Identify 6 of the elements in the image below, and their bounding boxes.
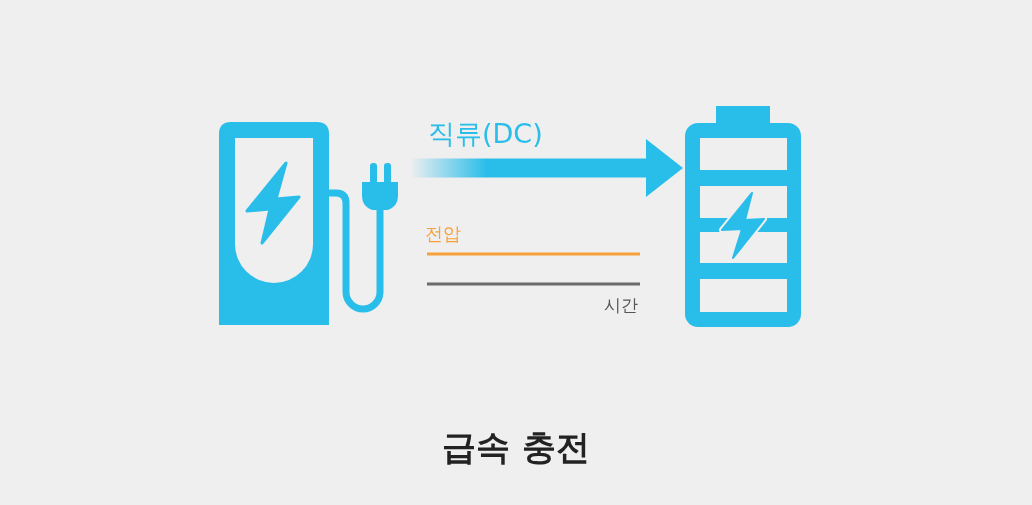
axis-label: 시간 bbox=[604, 297, 638, 314]
ev-charger-icon bbox=[219, 122, 400, 325]
line-label: 전압 bbox=[425, 225, 461, 243]
caption: 급속 충전 bbox=[441, 430, 591, 464]
battery-icon bbox=[685, 106, 801, 327]
edge-label: 직류(DC) bbox=[428, 120, 543, 147]
